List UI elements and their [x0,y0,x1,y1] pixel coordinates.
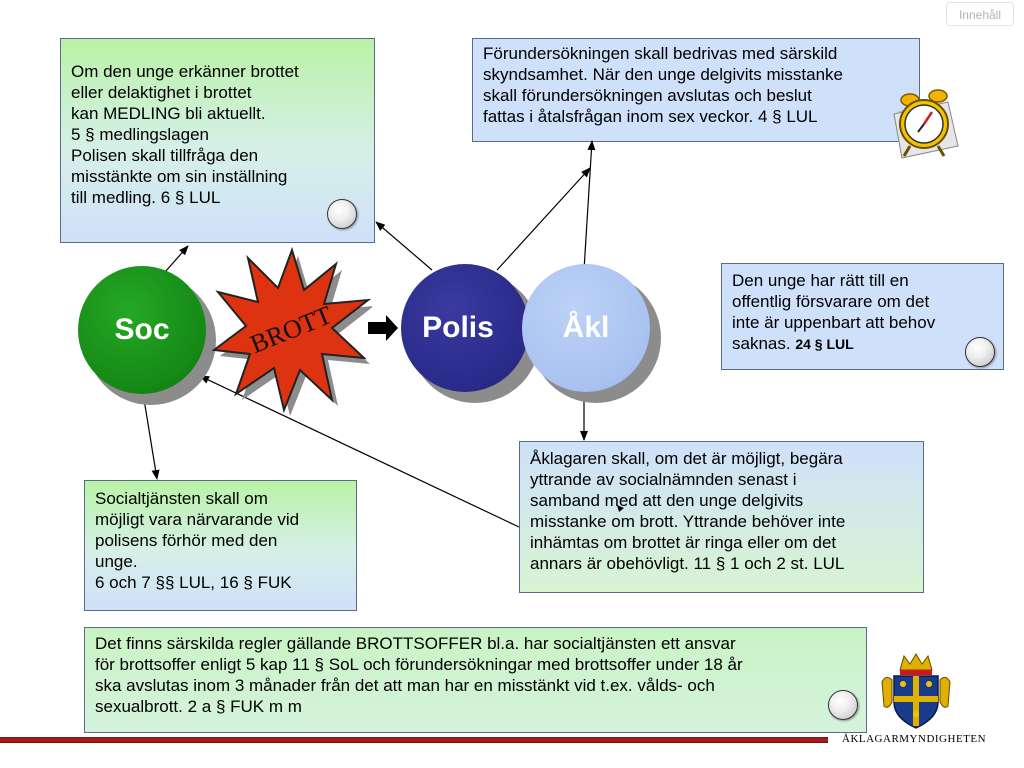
alarm-clock-icon [893,89,959,159]
yttrande-line: misstanke om brott. Yttrande behöver int… [530,512,846,531]
soc-label: Soc [114,313,170,346]
yttrande-line: annars är obehövligt. 11 § 1 och 2 st. L… [530,554,845,573]
forundersokning-line: fattas i åtalsfrågan inom sex veckor. 4 … [483,107,818,126]
akl-label: Åkl [562,311,610,344]
arrow-akl-to-forundersokning [583,140,596,271]
brottsoffer-line: Det finns särskilda regler gällande BROT… [95,634,736,653]
forsvarare-action-button[interactable] [965,337,995,367]
forundersokning-line: skyndsamhet. När den unge delgivits miss… [483,65,844,84]
socialtjanst-line: 6 och 7 §§ LUL, 16 § FUK [95,573,292,592]
innehall-button[interactable]: Innehåll [946,2,1014,26]
brott-starburst-icon: BROTT [212,246,372,416]
medling-line: till medling. 6 § LUL [71,188,221,207]
socialtjanst-line: Socialtjänsten skall om [95,489,268,508]
medling-line: misstänkte om sin inställning [71,167,288,186]
brottsoffer-line: sexualbrott. 2 a § FUK m m [95,697,302,716]
medling-action-button[interactable] [327,199,357,229]
brand-wordmark: ÅKLAGARMYNDIGHETEN [842,733,987,745]
arrow-yttrande-to-soc [199,375,520,528]
coat-of-arms-logo-icon [881,653,951,729]
forsvarare-law-ref: 24 § LUL [795,336,854,352]
arrow-polis-to-medling [375,221,433,271]
polis-node: Polis [401,264,529,392]
brottsoffer-box: Det finns särskilda regler gällande BROT… [84,627,867,733]
yttrande-line: Åklagaren skall, om det är möjligt, begä… [530,449,843,468]
socialtjanst-line: unge. [95,552,138,571]
brottsoffer-line: ska avslutas inom 3 månader från det att… [95,676,715,695]
medling-line: 5 § medlingslagen [71,125,209,144]
soc-node: Soc [78,266,206,394]
arrow-brott-to-polis [368,315,398,341]
medling-line: Polisen skall tillfråga den [71,146,259,165]
arrow-polis-to-forundersokning [496,167,591,271]
forsvarare-line: inte är uppenbart att behov [732,313,936,332]
brottsoffer-line: för brottsoffer enligt 5 kap 11 § SoL oc… [95,655,743,674]
forundersokning-box: Förundersökningen skall bedrivas med sär… [472,38,920,142]
socialtjanst-box: Socialtjänsten skall om möjligt vara när… [84,480,357,611]
forsvarare-line: offentlig försvarare om det [732,292,930,311]
medling-line: kan MEDLING bli aktuellt. [71,104,266,123]
arrow-soc-to-socialtjanst [142,392,160,480]
brottsoffer-action-button[interactable] [828,690,858,720]
akl-node: Åkl [522,264,650,392]
footer-bar [0,737,828,743]
medling-line: Om den unge erkänner brottet [71,62,299,81]
arrow-soc-to-medling [164,245,189,273]
forsvarare-line-last: saknas. 24 § LUL [732,333,993,355]
socialtjanst-line: möjligt vara närvarande vid [95,510,300,529]
yttrande-line: yttrande av socialnämnden senast i [530,470,797,489]
medling-box: Om den unge erkänner brottet eller delak… [60,38,375,243]
forsvarare-last-text: saknas. [732,334,791,353]
socialtjanst-line: polisens förhör med den [95,531,278,550]
medling-line: eller delaktighet i brottet [71,83,252,102]
forsvarare-line: Den unge har rätt till en [732,271,909,290]
yttrande-line: inhämtas om brottet är ringa eller om de… [530,533,837,552]
forundersokning-line: Förundersökningen skall bedrivas med sär… [483,44,838,63]
forundersokning-line: skall förundersökningen avslutas och bes… [483,86,812,105]
polis-label: Polis [422,311,494,344]
forsvarare-box: Den unge har rätt till en offentlig förs… [721,263,1004,370]
yttrande-line: samband med att den unge delgivits [530,491,804,510]
yttrande-box: Åklagaren skall, om det är möjligt, begä… [519,441,924,593]
tiny-pointer-mark [617,505,624,512]
